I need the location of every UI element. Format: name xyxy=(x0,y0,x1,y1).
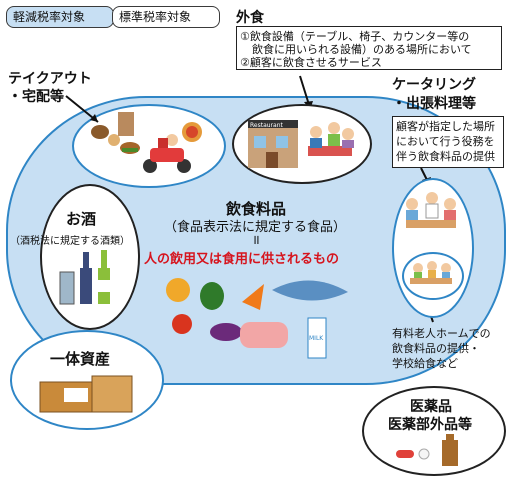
legend-standard-tax: 標準税率対象 xyxy=(112,6,220,28)
food-definition: 人の飲用又は食用に供されるもの xyxy=(144,252,340,267)
liquor-title: お酒 xyxy=(66,210,97,228)
food-equals: ॥ xyxy=(252,233,260,248)
catering-line-3: 伴う飲食料品の提供 xyxy=(396,150,495,163)
bundle-title: 一体資産 xyxy=(50,350,111,368)
catering-illustration xyxy=(406,192,456,228)
takeout-illustration xyxy=(91,112,202,173)
catering-definition-box xyxy=(392,116,504,168)
dining-line-3: ②顧客に飲食させるサービス xyxy=(240,56,382,69)
restaurant-sign: Restaurant xyxy=(250,122,283,129)
beer-can-icon xyxy=(59,271,75,305)
tomato-icon xyxy=(172,314,192,334)
dining-definition-box xyxy=(236,26,502,70)
eggplant-icon xyxy=(210,323,242,341)
capsule-icon xyxy=(396,450,414,458)
dining-title: 外食 xyxy=(236,10,264,26)
meat-icon xyxy=(240,322,288,348)
legend-reduced-tax: 軽減税率対象 xyxy=(6,6,114,28)
nursing-line-3: 学校給食など xyxy=(392,357,458,370)
catering-title: ケータリング xyxy=(392,77,476,93)
medicine-subtitle: 医薬部外品等 xyxy=(388,417,472,433)
food-subtitle: （食品表示法に規定する食品） xyxy=(164,220,347,235)
medicine-oval xyxy=(362,386,506,476)
takeout-title: テイクアウト xyxy=(8,71,92,87)
takeout-subtitle: ・宅配等 xyxy=(8,89,64,105)
bundle-illustration xyxy=(39,375,133,413)
fish-icon xyxy=(272,280,348,301)
dining-line-1: ①飲食設備（テーブル、椅子、カウンター等の xyxy=(240,30,470,43)
table-icon xyxy=(308,146,352,156)
broccoli-icon xyxy=(200,282,224,310)
catering-line-2: において行う役務を xyxy=(396,135,495,148)
restaurant-illustration: Restaurant xyxy=(248,120,354,168)
food-title: 飲食料品 xyxy=(226,200,287,218)
medicine-title: 医薬品 xyxy=(410,399,452,415)
liquor-oval xyxy=(40,184,140,330)
bundle-oval xyxy=(10,330,164,430)
nursing-line-2: 飲食料品の提供・ xyxy=(392,342,480,355)
milk-label: MILK xyxy=(309,335,324,342)
wine-bottle-icon xyxy=(80,268,92,304)
milk-bottle-icon xyxy=(307,317,327,359)
liquor-illustration xyxy=(59,250,110,305)
legend-reduced-label: 軽減税率対象 xyxy=(13,10,86,24)
medicine-bottle-icon xyxy=(442,440,458,466)
pumpkin-icon xyxy=(166,278,190,302)
nursing-home-illustration xyxy=(410,261,452,284)
takeout-oval xyxy=(72,104,226,188)
medicine-illustration xyxy=(396,434,458,466)
legend-standard-label: 標準税率対象 xyxy=(119,10,192,24)
catering-line-1: 顧客が指定した場所 xyxy=(396,120,495,133)
dining-line-2: 飲食に用いられる設備）のある場所において xyxy=(252,43,472,56)
liquor-subtitle: （酒税法に規定する酒類） xyxy=(10,236,130,247)
nursing-line-1: 有料老人ホームでの xyxy=(392,327,491,340)
carrot-icon xyxy=(242,284,264,310)
scooter-icon xyxy=(143,159,157,173)
bag-icon xyxy=(118,112,134,136)
catering-subtitle: ・出張料理等 xyxy=(392,96,476,112)
croissant-icon xyxy=(91,125,109,139)
food-illustration: MILK xyxy=(166,278,348,359)
